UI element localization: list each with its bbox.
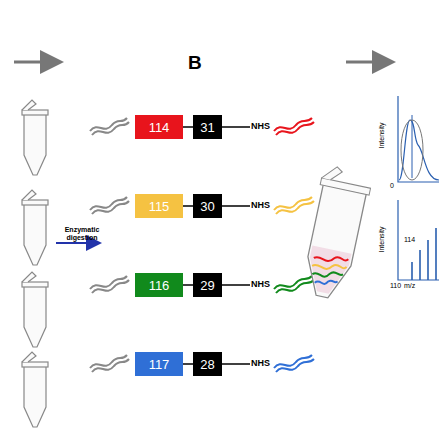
reporter-tag-box: 116: [135, 273, 183, 297]
step-label: Enzymatic digestion: [58, 226, 106, 241]
reporter-balancer-box: 31: [193, 115, 222, 139]
linker-line: [222, 363, 250, 365]
mass-number: 28: [200, 357, 214, 372]
reporter-balancer-box: 30: [193, 194, 222, 218]
nhs-group: NHS: [251, 200, 270, 210]
mass-number: 116: [149, 278, 170, 293]
peak-label: 114: [404, 236, 415, 243]
nhs-group: NHS: [251, 358, 270, 368]
linker-line: [222, 284, 250, 286]
reporter-tag-box: 114: [135, 115, 183, 139]
mass-number: 114: [149, 120, 170, 135]
tag-connector: [183, 363, 193, 365]
axis-label: Intensity: [378, 122, 385, 148]
mass-number: 31: [200, 120, 214, 135]
peptide-strands: [90, 118, 314, 372]
reporter-tag-box: 115: [135, 194, 183, 218]
axis-label: Intensity: [378, 226, 385, 252]
mass-number: 115: [149, 199, 170, 214]
axis-tick: 110: [390, 282, 401, 289]
mass-number: 29: [200, 278, 214, 293]
linker-line: [222, 126, 250, 128]
linker-line: [222, 205, 250, 207]
step-arrow: [346, 61, 390, 64]
digestion-arrow: [56, 242, 98, 244]
reporter-tag-box: 117: [135, 352, 183, 376]
axis-label: m/z: [404, 282, 415, 289]
panel-letter: B: [188, 52, 202, 74]
nhs-group: NHS: [251, 121, 270, 131]
tag-connector: [183, 126, 193, 128]
nhs-group: NHS: [251, 279, 270, 289]
mass-number: 117: [149, 357, 170, 372]
axis-tick: 0: [390, 182, 394, 189]
tag-connector: [183, 205, 193, 207]
reporter-balancer-box: 29: [193, 273, 222, 297]
pooled-tube: [298, 164, 374, 302]
reporter-balancer-box: 28: [193, 352, 222, 376]
tag-connector: [183, 284, 193, 286]
mass-spectra: [398, 96, 439, 280]
mass-number: 30: [200, 199, 214, 214]
step-arrow: [14, 61, 58, 64]
sample-tubes: [22, 100, 48, 427]
